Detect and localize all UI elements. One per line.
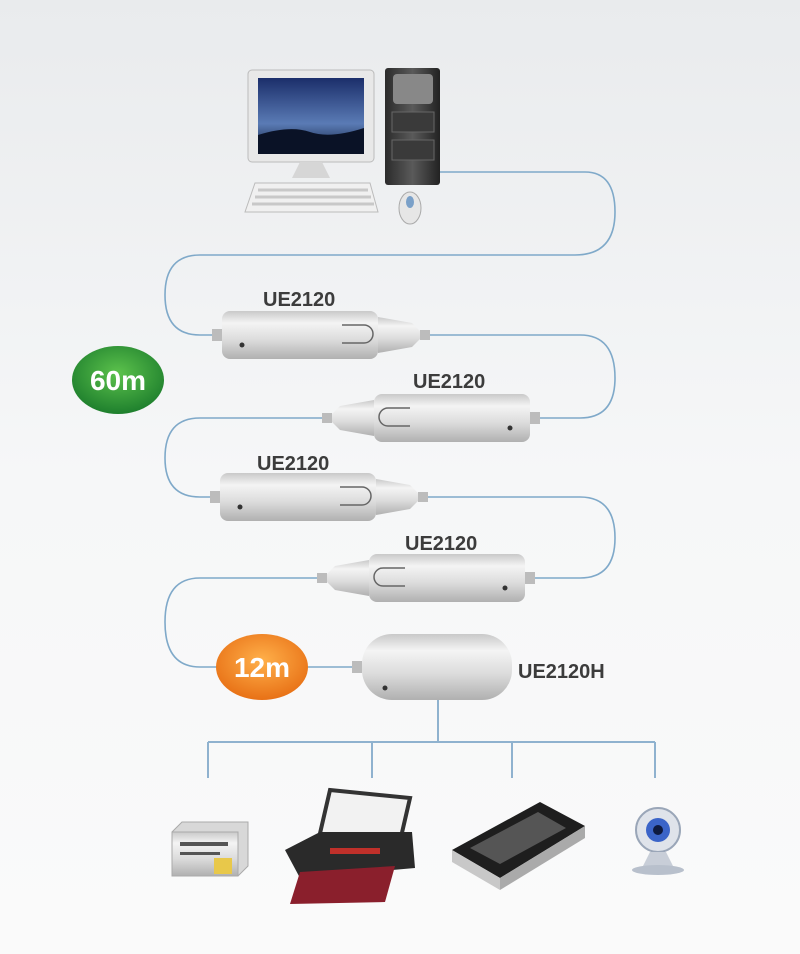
hub-connection-tree xyxy=(207,700,656,778)
distance-badge-12m: 12m xyxy=(216,634,308,700)
webcam-icon xyxy=(632,807,684,875)
scanner-icon xyxy=(452,802,585,890)
hub-label: UE2120H xyxy=(518,661,605,683)
hub-device xyxy=(352,634,512,700)
extender-1-label: UE2120 xyxy=(263,289,335,311)
extender-3-label: UE2120 xyxy=(257,453,329,475)
card-reader-icon xyxy=(171,821,249,877)
extender-4-label: UE2120 xyxy=(405,533,477,555)
cable-ext2-to-ext3 xyxy=(164,417,330,498)
cable-ext4-to-hub xyxy=(164,577,352,668)
cable-ext3-to-ext4 xyxy=(420,496,616,579)
computer-icon xyxy=(244,68,440,225)
svg-text:60m: 60m xyxy=(90,365,146,396)
printer-icon xyxy=(285,787,415,904)
extender-2-label: UE2120 xyxy=(413,371,485,393)
cable-pc-to-ext1 xyxy=(164,171,616,336)
distance-badge-60m: 60m xyxy=(72,346,164,414)
svg-text:12m: 12m xyxy=(234,652,290,683)
cable-ext1-to-ext2 xyxy=(430,334,616,419)
